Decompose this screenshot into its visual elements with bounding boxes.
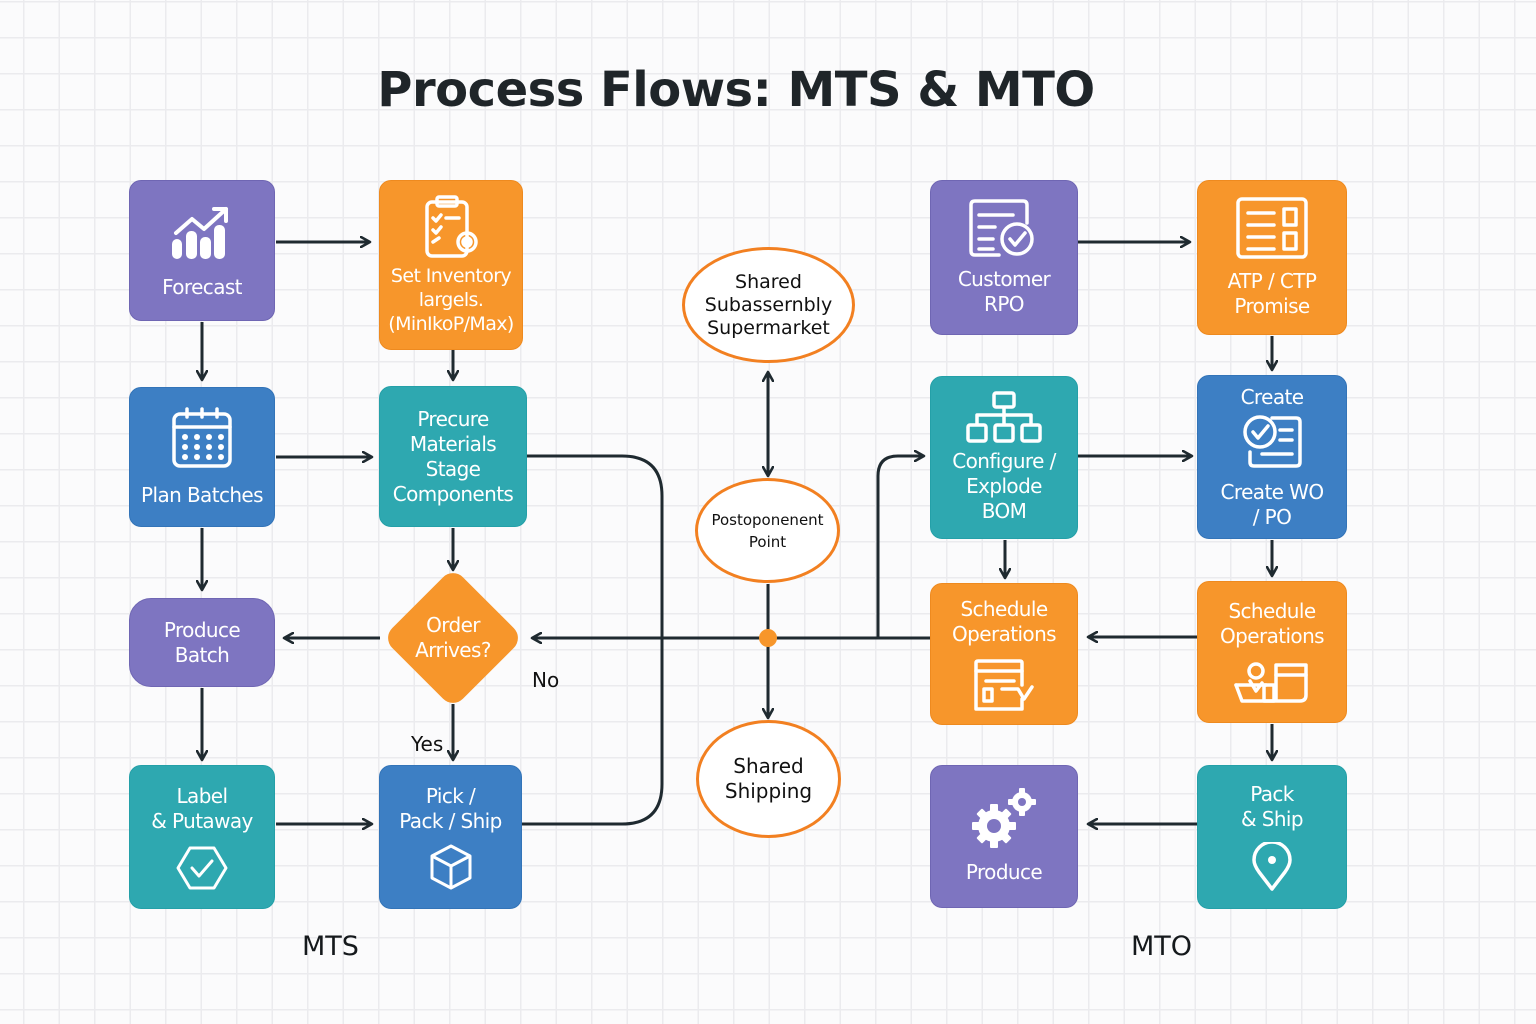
node-pack-ship[interactable]: Pack & Ship: [1197, 765, 1347, 909]
node-label: Set Inventory largels. (MinIkoP/Max): [388, 265, 514, 335]
node-set-inventory[interactable]: Set Inventory largels. (MinIkoP/Max): [379, 180, 523, 350]
edge-procure-loop: [522, 454, 664, 826]
node-produce-batch[interactable]: Produce Batch: [129, 598, 275, 687]
node-forecast[interactable]: Forecast: [129, 180, 275, 321]
node-label: Pack & Ship: [1241, 782, 1304, 831]
calendar-board-icon: [974, 659, 1034, 711]
edge-junction-to-configure: [876, 456, 924, 638]
edge-label-yes: Yes: [411, 732, 444, 756]
document-check-icon: [969, 198, 1034, 257]
node-top-label: Create: [1240, 384, 1304, 409]
node-label-putaway[interactable]: Label & Putaway: [129, 765, 275, 909]
node-schedule-operations-left[interactable]: Schedule Operations: [930, 583, 1078, 725]
box-cube-icon: [430, 844, 471, 890]
location-pin-icon: [1252, 842, 1292, 891]
checklist-document-icon: [1243, 414, 1302, 468]
hexagon-check-icon: [176, 846, 228, 890]
gears-icon: [972, 788, 1036, 848]
node-label: Create WO / PO: [1220, 479, 1325, 529]
node-label: Order Arrives?: [415, 613, 491, 662]
node-label: Schedule Operations: [952, 597, 1057, 646]
trend-chart-icon: [172, 207, 228, 259]
node-schedule-operations-right[interactable]: Schedule Operations: [1197, 581, 1347, 723]
node-shared-subassembly[interactable]: Shared Subassernbly Supermarket: [682, 247, 855, 363]
node-atp-ctp[interactable]: ATP / CTP Promise: [1197, 180, 1347, 335]
node-produce[interactable]: Produce: [930, 765, 1078, 908]
node-pick-pack-ship[interactable]: Pick / Pack / Ship: [379, 765, 522, 909]
junction-dot: [759, 629, 777, 647]
node-label: Precure Materials Stage Components: [392, 406, 514, 506]
node-label: Shared Subassernbly Supermarket: [704, 270, 833, 339]
section-label-mto: MTO: [1131, 931, 1193, 962]
node-postponement-point[interactable]: Postoponenent Point: [695, 478, 840, 583]
node-label: Customer RPO: [957, 266, 1051, 316]
node-label: Pick / Pack / Ship: [399, 784, 502, 833]
form-list-icon: [1236, 196, 1308, 259]
section-label-mts: MTS: [302, 931, 359, 962]
node-customer-rpo[interactable]: Customer RPO: [930, 180, 1078, 335]
node-plan-batches[interactable]: Plan Batches: [129, 387, 275, 527]
edge-label-no: No: [532, 668, 560, 692]
node-label: Schedule Operations: [1220, 599, 1325, 648]
node-shared-shipping[interactable]: Shared Shipping: [696, 720, 841, 838]
hierarchy-tree-icon: [966, 391, 1042, 443]
node-procure[interactable]: Precure Materials Stage Components: [379, 386, 527, 527]
node-label: Configure / Explode BOM: [952, 449, 1056, 523]
node-label: Label & Putaway: [151, 784, 253, 833]
node-label: ATP / CTP Promise: [1227, 268, 1317, 318]
node-configure-bom[interactable]: Configure / Explode BOM: [930, 376, 1078, 539]
calendar-icon: [172, 406, 232, 468]
page-title: Process Flows: MTS & MTO: [377, 62, 1095, 118]
clipboard-checklist-gear-icon: [425, 195, 478, 258]
node-label: Plan Batches: [141, 482, 264, 507]
node-label: Produce Batch: [163, 617, 241, 667]
decision-order-arrives[interactable]: Order Arrives?: [382, 567, 524, 709]
node-create-wo-po[interactable]: Create Create WO / PO: [1197, 375, 1347, 539]
node-label: Produce: [965, 860, 1043, 884]
node-label: Postoponenent Point: [711, 510, 824, 551]
node-label: Shared Shipping: [724, 754, 813, 803]
factory-boxes-icon: [1234, 662, 1308, 703]
node-label: Forecast: [162, 275, 242, 299]
